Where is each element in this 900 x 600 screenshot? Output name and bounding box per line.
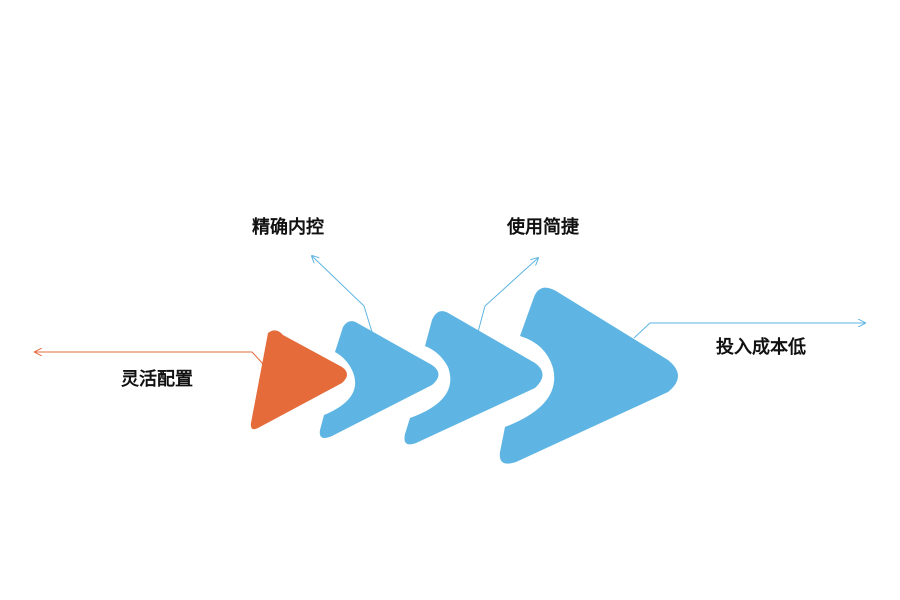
connector-line-precise-control bbox=[312, 256, 373, 333]
label-easy-to-use: 使用简捷 bbox=[507, 217, 579, 238]
orange-triangle-shape bbox=[250, 330, 347, 430]
connector-line-low-investment bbox=[633, 323, 865, 339]
blue-chevron-large bbox=[499, 287, 678, 464]
blue-chevron-medium bbox=[404, 311, 543, 445]
label-flexible-config: 灵活配置 bbox=[121, 369, 193, 390]
connector-line-flexible-config bbox=[35, 352, 265, 366]
label-precise-control: 精确内控 bbox=[252, 217, 324, 238]
blue-chevron-small bbox=[319, 321, 439, 438]
connector-line-easy-to-use bbox=[477, 258, 538, 333]
label-low-investment: 投入成本低 bbox=[716, 337, 806, 358]
